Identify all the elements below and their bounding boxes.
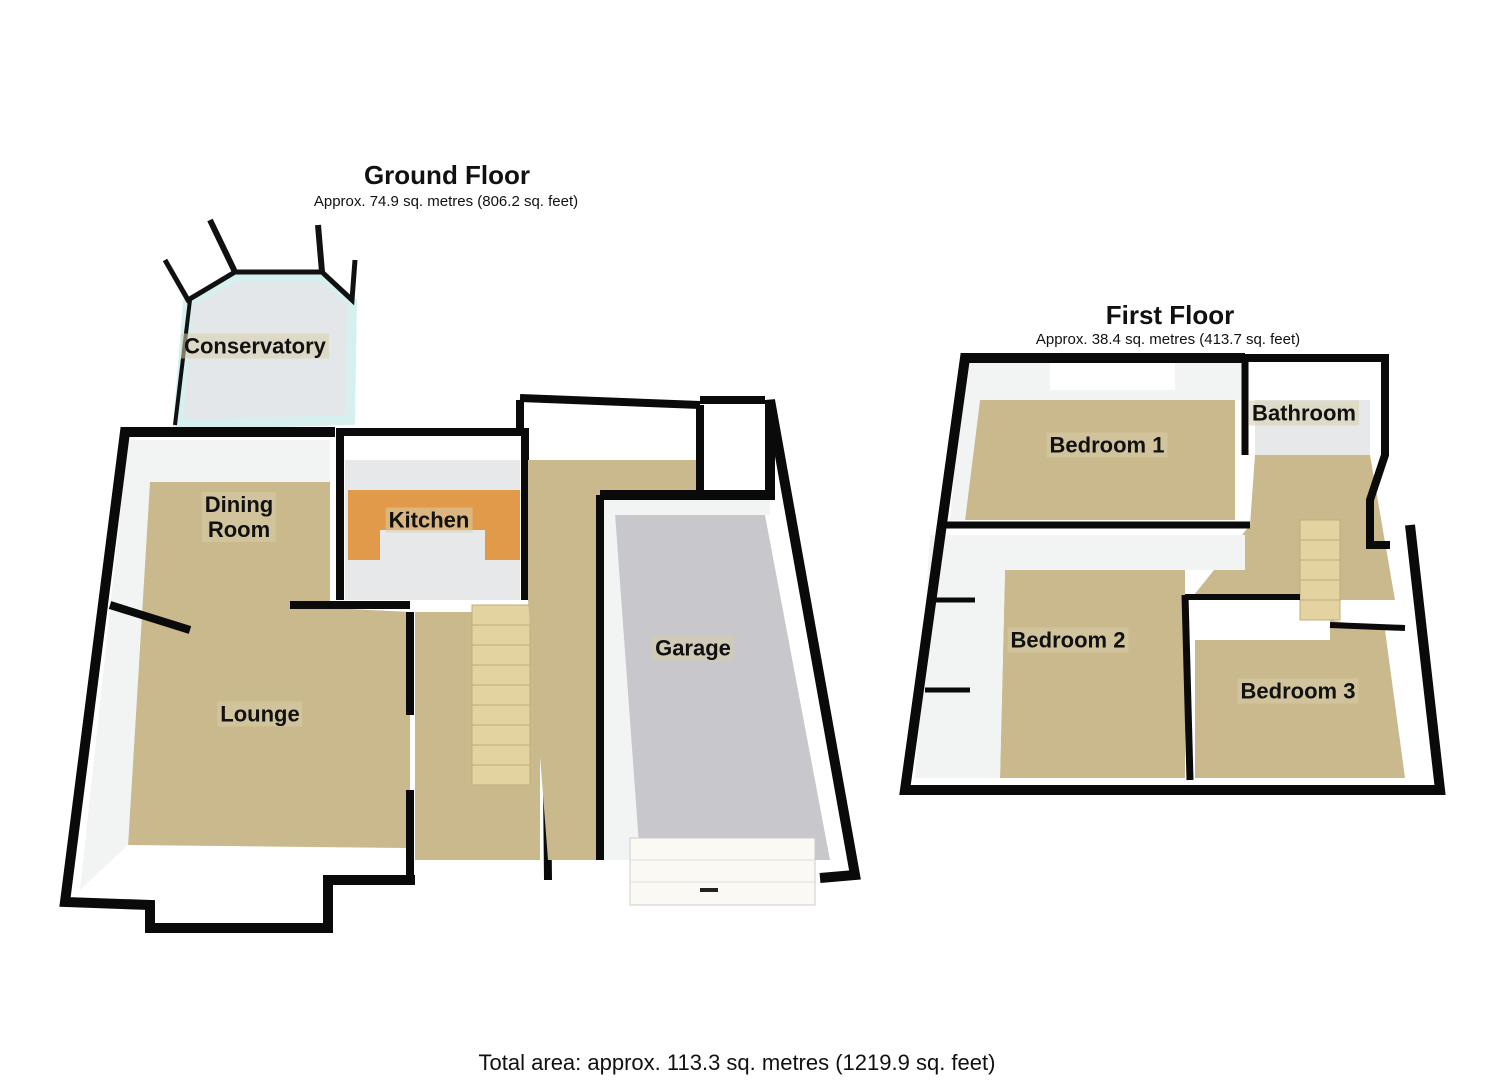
bedroom1-floor <box>965 400 1235 520</box>
garage-walls-inner <box>600 495 770 860</box>
bedroom2-floor <box>1000 570 1185 778</box>
first-floor-area: Approx. 38.4 sq. metres (413.7 sq. feet) <box>1035 331 1301 348</box>
garage-floor <box>615 515 830 860</box>
total-area: Total area: approx. 113.3 sq. metres (12… <box>478 1050 996 1075</box>
garage-door <box>629 837 816 906</box>
lounge-outer-wall <box>59 427 415 933</box>
dining-line-1: Dining <box>204 492 274 517</box>
room-label-bedroom1: Bedroom 1 <box>1046 432 1168 458</box>
bedroom1-walls-inner <box>950 360 1245 520</box>
first-stairs <box>1299 519 1341 621</box>
conservatory-frame <box>162 258 358 306</box>
lounge-floor <box>128 480 410 848</box>
kitchen-walls <box>336 428 529 600</box>
ground-stairs <box>471 604 531 786</box>
room-label-kitchen: Kitchen <box>385 507 473 533</box>
room-label-bedroom3: Bedroom 3 <box>1237 678 1359 704</box>
utility-floor <box>528 460 700 860</box>
room-label-lounge: Lounge <box>217 701 303 727</box>
room-label-bathroom: Bathroom <box>1249 400 1359 426</box>
garage-outer-wall <box>600 399 861 883</box>
ground-floor-area: Approx. 74.9 sq. metres (806.2 sq. feet) <box>313 193 579 210</box>
dining-line-2: Room <box>207 517 271 542</box>
room-label-dining-room: Dining Room <box>201 492 277 542</box>
first-floor-outer-wall <box>899 353 1446 795</box>
lounge-walls-inner <box>80 440 330 890</box>
room-label-bedroom2: Bedroom 2 <box>1007 627 1129 653</box>
bedroom2-walls-inner <box>915 535 1245 778</box>
ground-floor-title: Ground Floor <box>363 160 531 190</box>
room-label-conservatory: Conservatory <box>181 333 329 359</box>
first-floor-title: First Floor <box>1105 300 1235 330</box>
ground-floor-plan <box>59 218 861 933</box>
first-floor-right-wall <box>1245 354 1390 549</box>
first-floor-plan <box>899 353 1446 795</box>
room-label-garage: Garage <box>652 635 734 661</box>
